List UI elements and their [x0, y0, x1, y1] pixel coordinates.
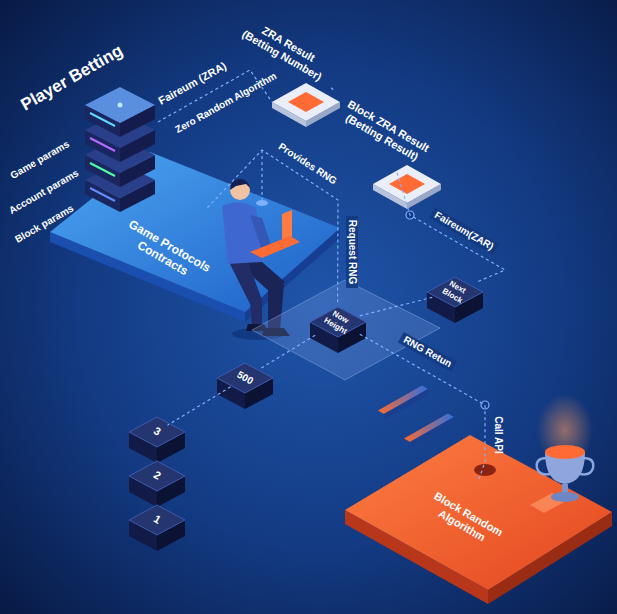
person	[250, 298, 262, 326]
signal-bars	[410, 417, 454, 448]
connector	[167, 387, 230, 426]
cube	[217, 363, 273, 409]
server-stack	[85, 87, 155, 212]
server-stack	[85, 87, 155, 123]
zra-chip	[272, 83, 340, 121]
server-stack	[85, 87, 155, 137]
edge-label: Request RNG	[346, 216, 358, 288]
node-text: 3	[150, 424, 164, 439]
label-text: Call API	[491, 414, 503, 457]
signal-bars	[378, 386, 428, 415]
rng-square	[252, 280, 440, 380]
signal-bars	[384, 389, 428, 420]
block-zra-chip	[389, 174, 425, 194]
server-stack	[90, 188, 115, 201]
connector	[259, 335, 315, 369]
trophy	[537, 394, 594, 502]
trophy	[545, 445, 585, 459]
block-zra-chip	[373, 165, 441, 203]
signal-bars	[404, 414, 454, 443]
connector	[331, 88, 334, 91]
blue-platform	[50, 152, 340, 312]
orange-platform	[345, 435, 612, 604]
trophy	[551, 492, 579, 502]
rng-square	[252, 280, 440, 380]
orange-platform	[474, 464, 496, 476]
connector	[360, 297, 432, 316]
block-zra-chip	[373, 165, 441, 219]
server-stack	[90, 163, 115, 176]
server-stack	[118, 103, 123, 108]
server-stack	[90, 113, 115, 126]
zra-chip	[288, 92, 324, 112]
provides-drop	[261, 150, 262, 200]
connector	[397, 173, 505, 282]
server-stack	[90, 138, 115, 151]
node-text: 2	[150, 468, 164, 483]
node-text: 1	[150, 512, 164, 527]
cube	[129, 417, 185, 463]
person	[250, 236, 300, 258]
zra-chip	[272, 83, 340, 127]
provides-drop	[256, 200, 268, 206]
provides-drop	[256, 150, 268, 206]
orange-platform	[345, 435, 612, 590]
cube	[129, 505, 185, 551]
cube	[129, 461, 185, 507]
person	[228, 260, 262, 304]
blue-platform	[50, 152, 340, 322]
